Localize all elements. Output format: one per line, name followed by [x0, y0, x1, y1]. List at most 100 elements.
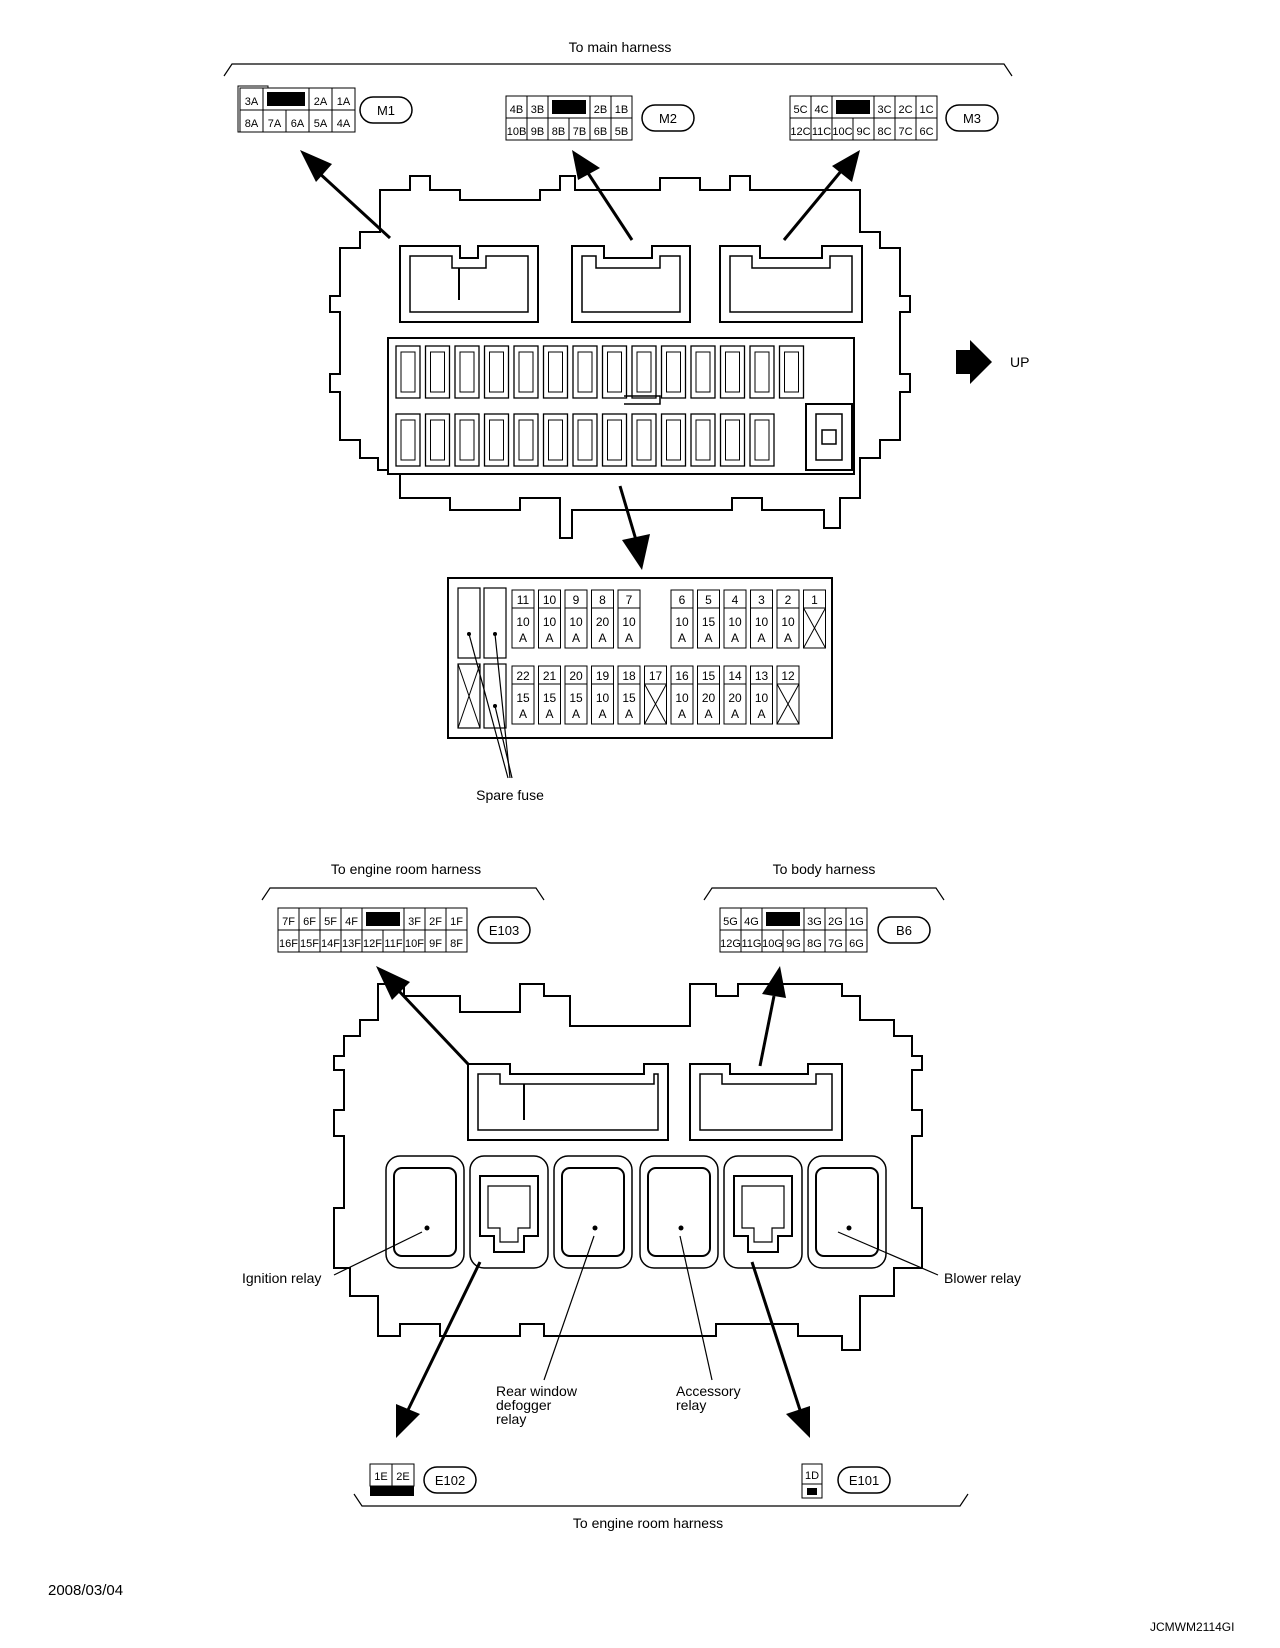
engine-harness-title: To engine room harness [331, 861, 481, 877]
pin-label: 6A [291, 118, 305, 130]
relay-socket [807, 1155, 887, 1269]
pin-label: 7C [898, 126, 912, 138]
arrow-to-fuse-layout-icon [618, 485, 650, 570]
blower-relay-label: Blower relay [944, 1270, 1022, 1286]
relay-socket [553, 1155, 633, 1269]
pin-label: 5F [324, 916, 337, 928]
relay-socket [723, 1155, 803, 1269]
relay-socket [469, 1155, 549, 1269]
pin-label: 6G [849, 938, 864, 950]
fuse-amp: 10 [569, 615, 583, 629]
pin-label: 6C [919, 126, 933, 138]
connector-m1-badge-label: M1 [377, 103, 395, 118]
arrow-to-m3-icon [782, 150, 860, 241]
fuse-number: 15 [702, 669, 716, 683]
fuse-amp: 15 [569, 691, 583, 705]
fuse-number: 22 [516, 669, 530, 683]
fuse-amp: 20 [596, 615, 610, 629]
receptacle-e103 [467, 1063, 669, 1141]
acc-line-2: relay [676, 1397, 707, 1413]
spare-fuses [457, 587, 513, 779]
connector-b6-badge [877, 916, 931, 944]
fuse-unit: A [784, 631, 792, 645]
connector-e103-badge [477, 916, 531, 944]
pin-label: 10F [405, 938, 424, 950]
arrow-to-m1-icon [300, 150, 392, 240]
fuse-unit: A [731, 707, 739, 721]
connector-m1-badge [359, 96, 413, 124]
ignition-relay-label: Ignition relay [242, 1270, 322, 1286]
relay-sockets [385, 1155, 887, 1269]
arrow-to-e103-icon [376, 966, 470, 1066]
fuse-unit: A [598, 631, 606, 645]
blower-leader [837, 1231, 939, 1276]
relay-slot-small [805, 403, 853, 471]
connector-e102-badge [423, 1466, 477, 1494]
fuse-number: 12 [781, 669, 795, 683]
main-harness-bracket [223, 63, 1013, 77]
fuse-amp: 10 [516, 615, 530, 629]
fuse-number: 2 [785, 593, 792, 607]
rear-defogger-relay-label: Rear window defogger relay [496, 1384, 577, 1426]
pin-label: 6B [594, 126, 607, 138]
pin-label: 9G [786, 938, 801, 950]
fuse-amp: 10 [596, 691, 610, 705]
receptacle-m1 [399, 245, 539, 323]
arrow-to-e102-icon [396, 1261, 482, 1438]
connector-e103-badge-label: E103 [489, 923, 519, 938]
fuse-number: 21 [543, 669, 557, 683]
pin-label: 3C [877, 104, 891, 116]
pin-label: 10B [507, 126, 527, 138]
connector-e101-badge-label: E101 [849, 1473, 879, 1488]
pin-label: 2F [429, 916, 442, 928]
accessory-leader [679, 1235, 713, 1381]
receptacle-m3 [719, 245, 863, 323]
fuse-unit: A [757, 631, 765, 645]
fuse-number: 19 [596, 669, 610, 683]
pin-label: 4A [337, 118, 351, 130]
fuse-amp: 10 [755, 615, 769, 629]
fuse-amp: 15 [622, 691, 636, 705]
rear-line-1: Rear window [496, 1383, 577, 1399]
fuse-number: 9 [573, 593, 580, 607]
arrow-to-b6-icon [758, 966, 786, 1067]
bottom-harness-bracket [353, 1493, 969, 1507]
fuse-number: 7 [626, 593, 633, 607]
receptacle-m2 [571, 245, 691, 323]
pin-label: 8G [807, 938, 822, 950]
fuse-number: 8 [599, 593, 606, 607]
pin-label: 16F [279, 938, 298, 950]
fuse-unit: A [678, 707, 686, 721]
pin-label: 7G [828, 938, 843, 950]
fuse-layout-cells: 1110A1010A910A820A710A610A515A410A310A21… [511, 589, 826, 725]
pin-label: 12C [790, 126, 810, 138]
fuse-amp: 10 [543, 615, 557, 629]
pin-label: 7B [573, 126, 586, 138]
fuse-unit: A [731, 631, 739, 645]
pin-label: 2G [828, 916, 843, 928]
pin-label: 8B [552, 126, 565, 138]
fuse-unit: A [678, 631, 686, 645]
bottom-harness-title: To engine room harness [573, 1515, 723, 1531]
fuse-unit: A [572, 707, 580, 721]
pin-label: 10C [832, 126, 852, 138]
fuse-amp: 15 [543, 691, 557, 705]
pin-label: 12F [363, 938, 382, 950]
pin-label: 11F [384, 938, 402, 950]
pin-label: 5B [615, 126, 628, 138]
pin-label: 9C [856, 126, 870, 138]
fuse-unit: A [625, 707, 633, 721]
pin-label: 1F [450, 916, 463, 928]
fuse-number: 16 [675, 669, 689, 683]
